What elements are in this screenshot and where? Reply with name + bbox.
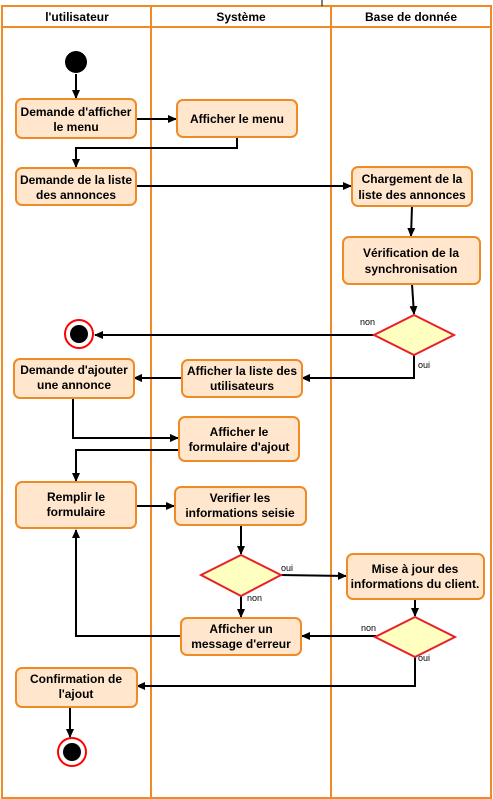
- activity-afficher-formulaire-ajout: [178, 416, 300, 462]
- edges: [66, 74, 419, 738]
- activity-demande-ajouter-annonce: [13, 358, 135, 399]
- lane-base-de-donnee: [330, 5, 492, 799]
- edge-a4-to-a5: [407, 205, 416, 237]
- initial-node: [65, 51, 87, 73]
- lane-title-systeme: Système: [216, 10, 266, 24]
- decisions: [198, 313, 458, 659]
- edge-label-d1-yes: oui: [418, 360, 430, 370]
- activity-mise-a-jour-informations: [346, 553, 485, 600]
- label-afficher-menu: Afficher le menu: [190, 112, 284, 126]
- activity-chargement-liste-annonces: [351, 166, 473, 207]
- edge-d3-to-a13: [136, 657, 416, 690]
- edge-label-d1-no: non: [360, 317, 375, 327]
- edge-d2-to-a11: [279, 571, 347, 580]
- edge-d1-to-a7: [301, 355, 415, 382]
- edge-a12-to-a9: [72, 529, 181, 637]
- activity-demande-afficher-menu: [15, 98, 137, 139]
- edge-label-d2-yes: oui: [281, 563, 293, 573]
- activity-demande-liste-annonces: [15, 167, 137, 206]
- decision-synchronisation: [371, 313, 457, 357]
- lane-title-utilisateur: l'utilisateur: [45, 10, 109, 24]
- edge-a2-to-a3: [72, 137, 238, 168]
- activity-confirmation-ajout: [15, 667, 138, 708]
- edge-label-d3-no: non: [361, 623, 376, 633]
- activity-afficher-message-erreur: [180, 617, 302, 656]
- final-node-2: [57, 737, 87, 767]
- edge-a5-to-d1: [409, 283, 418, 315]
- edge-label-d3-yes: oui: [418, 653, 430, 663]
- decision-mise-a-jour: [372, 615, 458, 659]
- edge-label-d2-no: non: [247, 593, 262, 603]
- lane-title-base-de-donnee: Base de donnée: [365, 10, 457, 24]
- edge-a6-to-a8: [72, 398, 179, 442]
- activity-afficher-liste-utilisateurs: [181, 359, 303, 398]
- decision-verification: [198, 553, 284, 598]
- final-node-1: [64, 319, 94, 349]
- activity-remplir-formulaire: [15, 481, 137, 529]
- activity-verifier-informations: [174, 486, 307, 526]
- activity-verification-synchronisation: [342, 236, 481, 285]
- activity-afficher-menu: [176, 99, 298, 138]
- swimlanes: [1, 5, 492, 799]
- activities: [13, 98, 485, 708]
